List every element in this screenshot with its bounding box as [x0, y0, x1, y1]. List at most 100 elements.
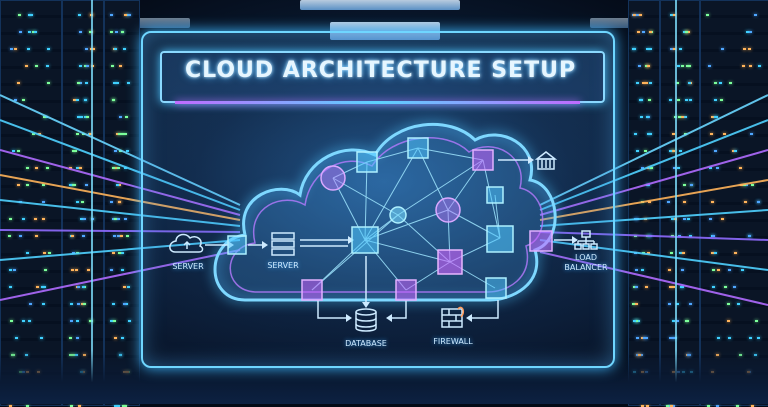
rack-led — [71, 269, 75, 271]
rack-led — [17, 82, 21, 84]
rack-led — [70, 303, 74, 305]
rack-led — [13, 269, 16, 271]
rack-led — [85, 82, 89, 84]
rack-led — [633, 286, 637, 288]
rack-led — [712, 269, 716, 271]
rack-led — [70, 184, 74, 186]
rack-led — [24, 65, 28, 67]
rack-led — [25, 167, 29, 169]
rack-led — [636, 31, 640, 33]
rack-led — [116, 133, 120, 135]
server-label-center: SERVER — [267, 261, 299, 270]
rack-led — [110, 320, 114, 322]
rack-led — [708, 65, 712, 67]
rack-led — [680, 116, 684, 118]
rack-led — [76, 133, 80, 135]
rack-led — [110, 269, 114, 271]
rack-led — [83, 65, 87, 67]
rack-led — [668, 269, 672, 271]
server-rack-left — [62, 0, 104, 406]
rack-led — [27, 31, 31, 33]
server-icon — [271, 232, 295, 256]
rack-led — [73, 184, 77, 186]
rack-led — [34, 31, 38, 33]
rack-led — [726, 320, 730, 322]
rack-led — [742, 48, 746, 50]
rack-led — [635, 150, 639, 152]
rack-led — [17, 184, 21, 186]
rack-led — [82, 235, 86, 237]
rack-led — [22, 218, 26, 220]
rack-led — [117, 201, 121, 203]
rack-led — [76, 201, 80, 203]
rack-led — [10, 48, 13, 50]
rack-led — [14, 337, 18, 339]
rack-led — [649, 167, 653, 169]
rack-led — [42, 201, 46, 203]
rack-led — [646, 133, 650, 135]
rack-led — [648, 99, 651, 101]
rack-led — [644, 286, 648, 288]
rack-led — [728, 82, 732, 84]
rack-led — [683, 201, 687, 203]
rack-led — [646, 65, 650, 67]
rack-led — [688, 82, 692, 84]
rack-led — [642, 82, 646, 84]
rack-led — [119, 116, 123, 118]
rack-led — [84, 48, 88, 50]
rack-led — [733, 150, 737, 152]
rack-led — [689, 184, 693, 186]
rack-led — [112, 48, 116, 50]
rack-led — [121, 31, 125, 33]
rack-led — [639, 99, 643, 101]
rack-led — [709, 218, 712, 220]
ceiling-light — [120, 18, 190, 28]
rack-led — [77, 303, 81, 305]
rack-led — [645, 48, 649, 50]
rack-led — [647, 201, 651, 203]
rack-led — [14, 48, 18, 50]
node-cube — [472, 149, 494, 171]
rack-led — [116, 82, 120, 84]
rack-led — [711, 116, 715, 118]
rack-led — [22, 320, 26, 322]
bank-icon — [534, 151, 558, 170]
rack-led — [670, 48, 674, 50]
node-cube — [395, 279, 417, 301]
rack-led — [684, 99, 688, 101]
rack-led — [646, 116, 650, 118]
rack-led — [680, 65, 684, 67]
rack-led — [120, 337, 124, 339]
rack-led — [644, 150, 648, 152]
rack-led — [751, 184, 755, 186]
rack-led — [686, 218, 690, 220]
rack-led — [685, 31, 689, 33]
rack-led — [719, 82, 723, 84]
rack-led — [732, 150, 736, 152]
rack-led — [118, 133, 122, 135]
rack-led — [634, 303, 638, 305]
rack-led — [110, 14, 114, 16]
rack-led — [736, 303, 740, 305]
rack-led — [121, 252, 125, 254]
rack-led — [85, 116, 89, 118]
rack-led — [640, 116, 644, 118]
rack-led — [679, 150, 683, 152]
rack-led — [14, 99, 18, 101]
rack-led — [43, 116, 47, 118]
rack-led — [717, 337, 721, 339]
rack-led — [47, 252, 51, 254]
rack-led — [41, 184, 45, 186]
rack-led — [78, 65, 82, 67]
rack-led — [114, 150, 118, 152]
rack-led — [741, 65, 745, 67]
rack-led — [689, 99, 693, 101]
rack-led — [739, 167, 743, 169]
rack-led — [683, 218, 687, 220]
rack-led — [35, 286, 39, 288]
rack-led — [123, 303, 127, 305]
rack-led — [685, 65, 689, 67]
rack-led — [11, 150, 15, 152]
rack-led — [34, 65, 38, 67]
node-cube — [486, 225, 514, 253]
